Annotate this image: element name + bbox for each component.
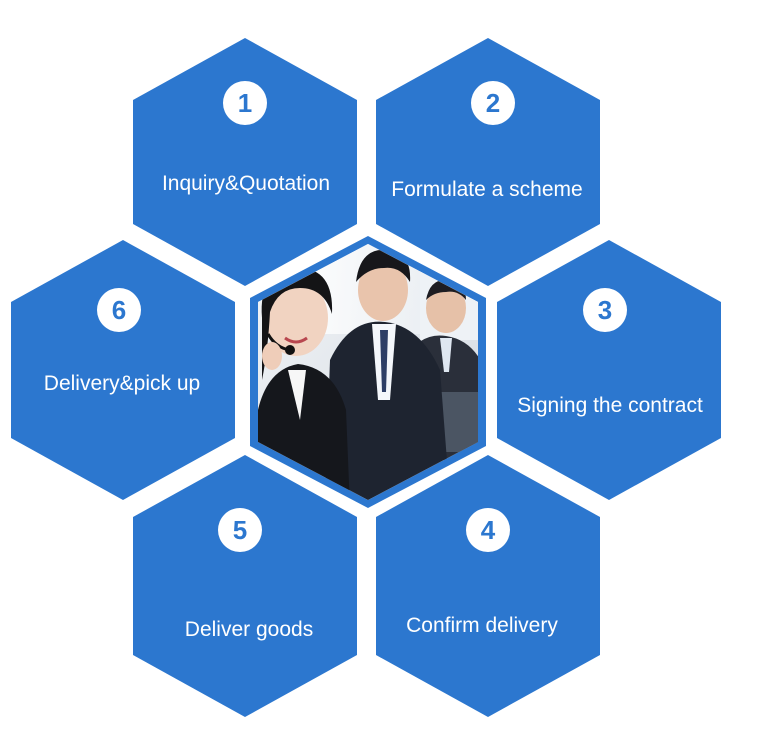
- step-5-label: Deliver goods: [185, 618, 313, 641]
- step-1-hexagon: 1 Inquiry&Quotation: [133, 38, 357, 286]
- step-6-number-circle: [97, 288, 141, 332]
- step-2-hexagon: 2 Formulate a scheme: [376, 38, 600, 286]
- step-3-hexagon: 3 Signing the contract: [497, 240, 721, 500]
- step-5-number-circle: [218, 508, 262, 552]
- step-6-shape: [11, 240, 235, 500]
- step-3-number-circle: [583, 288, 627, 332]
- step-3-shape: [497, 240, 721, 500]
- step-5-shape: [133, 455, 357, 717]
- center-photo: [250, 236, 486, 508]
- step-1-shape: [133, 38, 357, 286]
- step-4-label: Confirm delivery: [406, 614, 558, 637]
- step-4-hexagon: 4 Confirm delivery: [376, 455, 600, 717]
- step-6-number: 6: [112, 295, 126, 325]
- step-2-label: Formulate a scheme: [391, 178, 582, 201]
- step-5-hexagon: 5 Deliver goods: [133, 455, 357, 717]
- step-4-number-circle: [466, 508, 510, 552]
- step-4-number: 4: [481, 515, 496, 545]
- step-1-number: 1: [238, 88, 252, 118]
- team-photo-illustration: [258, 244, 478, 500]
- step-1-label: Inquiry&Quotation: [162, 172, 330, 195]
- step-3-label: Signing the contract: [517, 394, 703, 417]
- step-2-number-circle: [471, 81, 515, 125]
- step-5-number: 5: [233, 515, 247, 545]
- step-6-hexagon: 6 Delivery&pick up: [11, 240, 235, 500]
- step-2-shape: [376, 38, 600, 286]
- step-3-number: 3: [598, 295, 612, 325]
- step-2-number: 2: [486, 88, 500, 118]
- step-1-number-circle: [223, 81, 267, 125]
- step-6-label: Delivery&pick up: [44, 372, 200, 395]
- step-4-shape: [376, 455, 600, 717]
